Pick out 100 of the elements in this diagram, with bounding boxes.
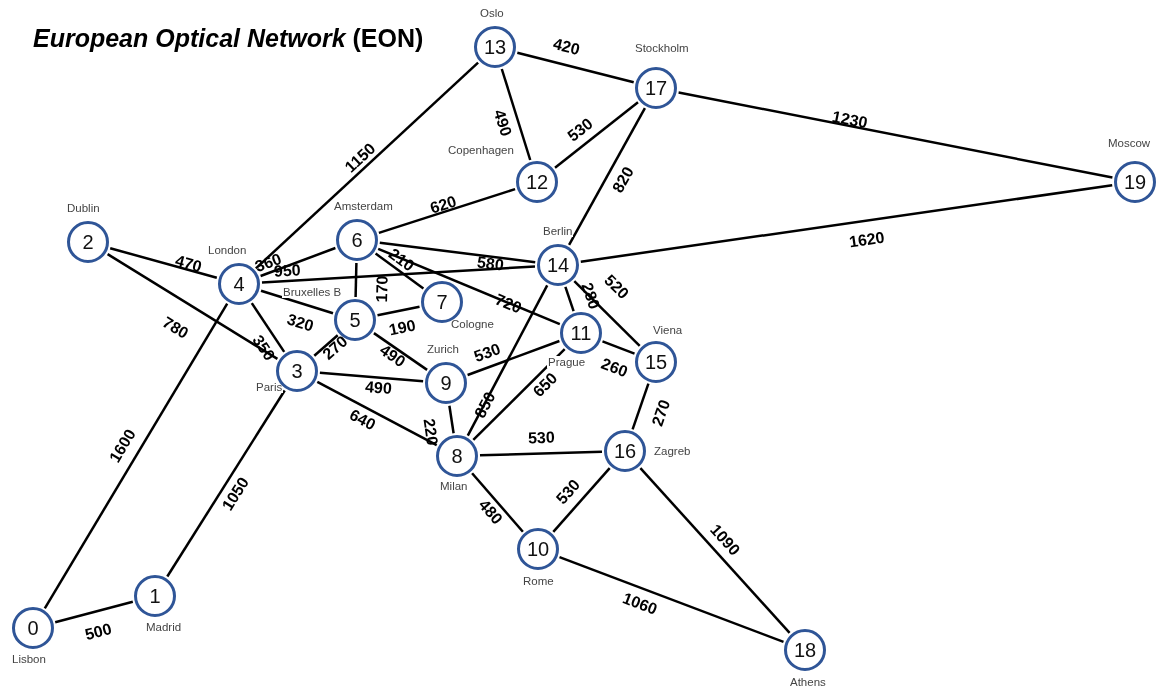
node-number: 18 (793, 640, 817, 660)
link-line (316, 380, 438, 447)
link-line (564, 286, 575, 312)
link-line (500, 68, 532, 161)
link-line (448, 405, 455, 434)
node-number: 19 (1123, 172, 1147, 192)
edge-label: 820 (609, 164, 637, 196)
city-label: Zagreb (653, 445, 692, 457)
node-circle (635, 341, 677, 383)
edge-label: 490 (490, 107, 514, 139)
node-circle (425, 362, 467, 404)
node-circle (12, 607, 54, 649)
city-label: Copenhagen (447, 144, 515, 156)
edge-label: 530 (553, 476, 583, 508)
edge-label: 470 (172, 252, 203, 276)
city-label: Moscow (1107, 137, 1152, 149)
edge-label: 270 (319, 333, 351, 363)
node-number: 9 (440, 373, 452, 393)
link-line (378, 187, 516, 235)
node-circle (537, 244, 579, 286)
node-number: 8 (451, 446, 463, 466)
node-circle (436, 435, 478, 477)
node-circle (1114, 161, 1156, 203)
city-label: Rome (522, 575, 555, 587)
link-line (373, 332, 428, 371)
edge-label: 260 (598, 355, 630, 381)
link-line (471, 472, 524, 533)
node-number: 17 (644, 78, 668, 98)
link-line (379, 241, 536, 264)
city-label: Milan (439, 480, 469, 492)
city-label: Lisbon (11, 653, 47, 665)
city-label: Prague (547, 356, 587, 368)
edge-label: 650 (529, 369, 560, 401)
edge-label: 1230 (830, 108, 869, 132)
edge-label: 520 (600, 271, 631, 303)
node-circle (784, 629, 826, 671)
city-label: London (207, 244, 248, 256)
node-number: 1 (149, 586, 161, 606)
diagram-title: European Optical Network (EON) (33, 24, 424, 53)
link-line (573, 280, 641, 347)
link-line (568, 107, 646, 246)
link-line (313, 334, 339, 357)
link-line (559, 555, 784, 644)
node-circle (67, 221, 109, 263)
link-line (678, 91, 1113, 179)
edge-label: 320 (284, 311, 315, 335)
link-line (552, 467, 611, 533)
link-line (631, 383, 650, 430)
edge-label: 780 (159, 314, 191, 342)
link-line (255, 61, 479, 270)
link-line (260, 289, 334, 315)
node-circle (134, 575, 176, 617)
link-line (554, 101, 639, 169)
node-number: 6 (351, 230, 363, 250)
link-line (517, 51, 634, 84)
city-label: Amsterdam (333, 200, 394, 212)
edge-label: 190 (387, 317, 417, 339)
city-label: Bruxelles B (282, 286, 343, 298)
edge-label: 530 (471, 340, 503, 366)
link-line (467, 339, 560, 377)
node-circle (474, 26, 516, 68)
edge-label: 1060 (620, 590, 660, 618)
city-label: Berlin (542, 225, 574, 237)
node-number: 0 (27, 618, 39, 638)
edge-label: 170 (373, 275, 391, 303)
node-number: 5 (349, 310, 361, 330)
node-circle (604, 430, 646, 472)
city-label: Zurich (426, 343, 460, 355)
node-number: 4 (233, 274, 245, 294)
edge-label: 490 (376, 341, 408, 371)
link-line (602, 340, 635, 355)
link-line (166, 389, 286, 578)
node-number: 12 (525, 172, 549, 192)
link-line (639, 467, 791, 634)
link-line (479, 450, 603, 457)
edge-label: 420 (550, 35, 581, 59)
city-label: Oslo (479, 7, 505, 19)
edge-label: 220 (419, 417, 440, 447)
node-circle (635, 67, 677, 109)
node-number: 3 (291, 361, 303, 381)
link-line (354, 262, 358, 298)
node-number: 10 (526, 539, 550, 559)
city-label: Madrid (145, 621, 183, 633)
edge-label: 530 (564, 115, 596, 145)
node-number: 16 (613, 441, 637, 461)
node-circle (516, 161, 558, 203)
city-label: Cologne (450, 318, 495, 330)
link-line (580, 184, 1113, 263)
node-number: 13 (483, 37, 507, 57)
node-number: 11 (570, 323, 592, 343)
link-line (260, 246, 336, 278)
edge-label: 640 (346, 406, 378, 434)
edge-label: 500 (82, 620, 113, 644)
link-line (43, 303, 229, 609)
link-line (377, 305, 420, 317)
node-number: 15 (644, 352, 668, 372)
node-number: 14 (546, 255, 570, 275)
link-line (374, 252, 425, 290)
link-line (106, 253, 279, 360)
city-label: Stockholm (634, 42, 690, 54)
